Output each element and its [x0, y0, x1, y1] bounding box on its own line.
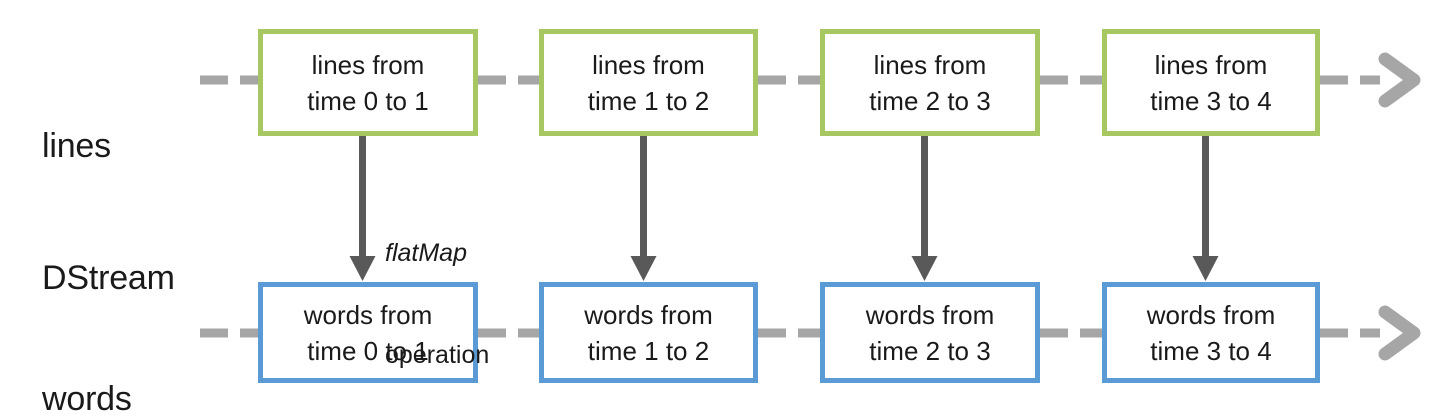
flatmap-arrow [1192, 136, 1219, 281]
node-text-line-1: words from [584, 299, 713, 330]
flatmap-arrow [911, 136, 938, 281]
row-label-words-dstream: words DStream [42, 289, 175, 418]
words-timeline-arrowhead [1378, 305, 1421, 361]
row-label-line-2: DStream [42, 259, 175, 297]
node-text-line-1: lines from [311, 49, 425, 80]
node-text-line-1: words from [865, 299, 995, 330]
flatmap-arrow [349, 136, 376, 281]
node-text-line-2: time 2 to 3 [869, 335, 991, 366]
node-text-line-2: time 3 to 4 [1150, 85, 1272, 116]
words-batch-box[interactable]: words from time 3 to 4 [1102, 282, 1320, 383]
lines-batch-box[interactable]: lines from time 2 to 3 [820, 29, 1040, 136]
node-text-line-2: time 1 to 2 [587, 85, 710, 116]
node-text-line-1: words from [303, 299, 433, 330]
words-batch-box[interactable]: words from time 1 to 2 [539, 282, 758, 383]
node-text-line-2: time 3 to 4 [1150, 335, 1272, 366]
lines-batch-box[interactable]: lines from time 3 to 4 [1102, 29, 1320, 136]
words-batch-box[interactable]: words from time 0 to 1 [258, 282, 478, 383]
operation-suffix: operation [385, 341, 490, 369]
node-text-line-1: lines from [873, 49, 987, 80]
node-text-line-2: time 0 to 1 [307, 335, 429, 366]
flatmap-arrow [630, 136, 657, 281]
row-label-line-1: words [42, 380, 132, 418]
node-text-line-1: lines from [1154, 49, 1268, 80]
operation-name: flatMap [385, 239, 467, 267]
node-text-line-2: time 1 to 2 [587, 335, 710, 366]
node-text-line-1: lines from [592, 49, 705, 80]
lines-timeline-arrowhead [1378, 52, 1421, 108]
node-text-line-2: time 0 to 1 [307, 85, 429, 116]
words-batch-box[interactable]: words from time 2 to 3 [820, 282, 1040, 383]
lines-batch-box[interactable]: lines from time 1 to 2 [539, 29, 758, 136]
node-text-line-1: words from [1146, 299, 1276, 330]
node-text-line-2: time 2 to 3 [869, 85, 991, 116]
flatmap-operation-label: flatMap operation [385, 168, 489, 418]
row-label-line-1: lines [42, 127, 111, 165]
row-label-lines-dstream: lines DStream [42, 36, 175, 388]
lines-batch-box[interactable]: lines from time 0 to 1 [258, 29, 478, 136]
